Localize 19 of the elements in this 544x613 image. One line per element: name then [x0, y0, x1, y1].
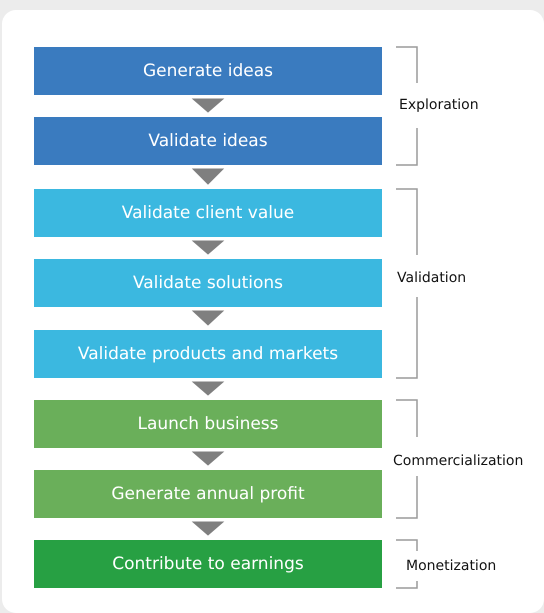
arrow — [192, 310, 224, 326]
arrow — [192, 382, 224, 396]
phase-label: Monetization — [406, 557, 496, 575]
process-box: Validate ideas — [34, 117, 382, 165]
phase-label: Exploration — [399, 96, 479, 114]
process-box: Validate products and markets — [34, 330, 382, 378]
process-box: Validate client value — [34, 189, 382, 237]
arrow — [192, 168, 224, 185]
arrow — [192, 240, 224, 255]
process-box: Generate ideas — [34, 47, 382, 95]
arrow — [192, 98, 224, 113]
process-box: Validate solutions — [34, 259, 382, 307]
phase-label: Validation — [397, 269, 466, 287]
arrow — [192, 452, 224, 466]
arrow — [192, 522, 224, 536]
process-box: Contribute to earnings — [34, 540, 382, 588]
phase-label: Commercialization — [393, 452, 524, 470]
process-box: Launch business — [34, 400, 382, 448]
process-box: Generate annual profit — [34, 470, 382, 518]
